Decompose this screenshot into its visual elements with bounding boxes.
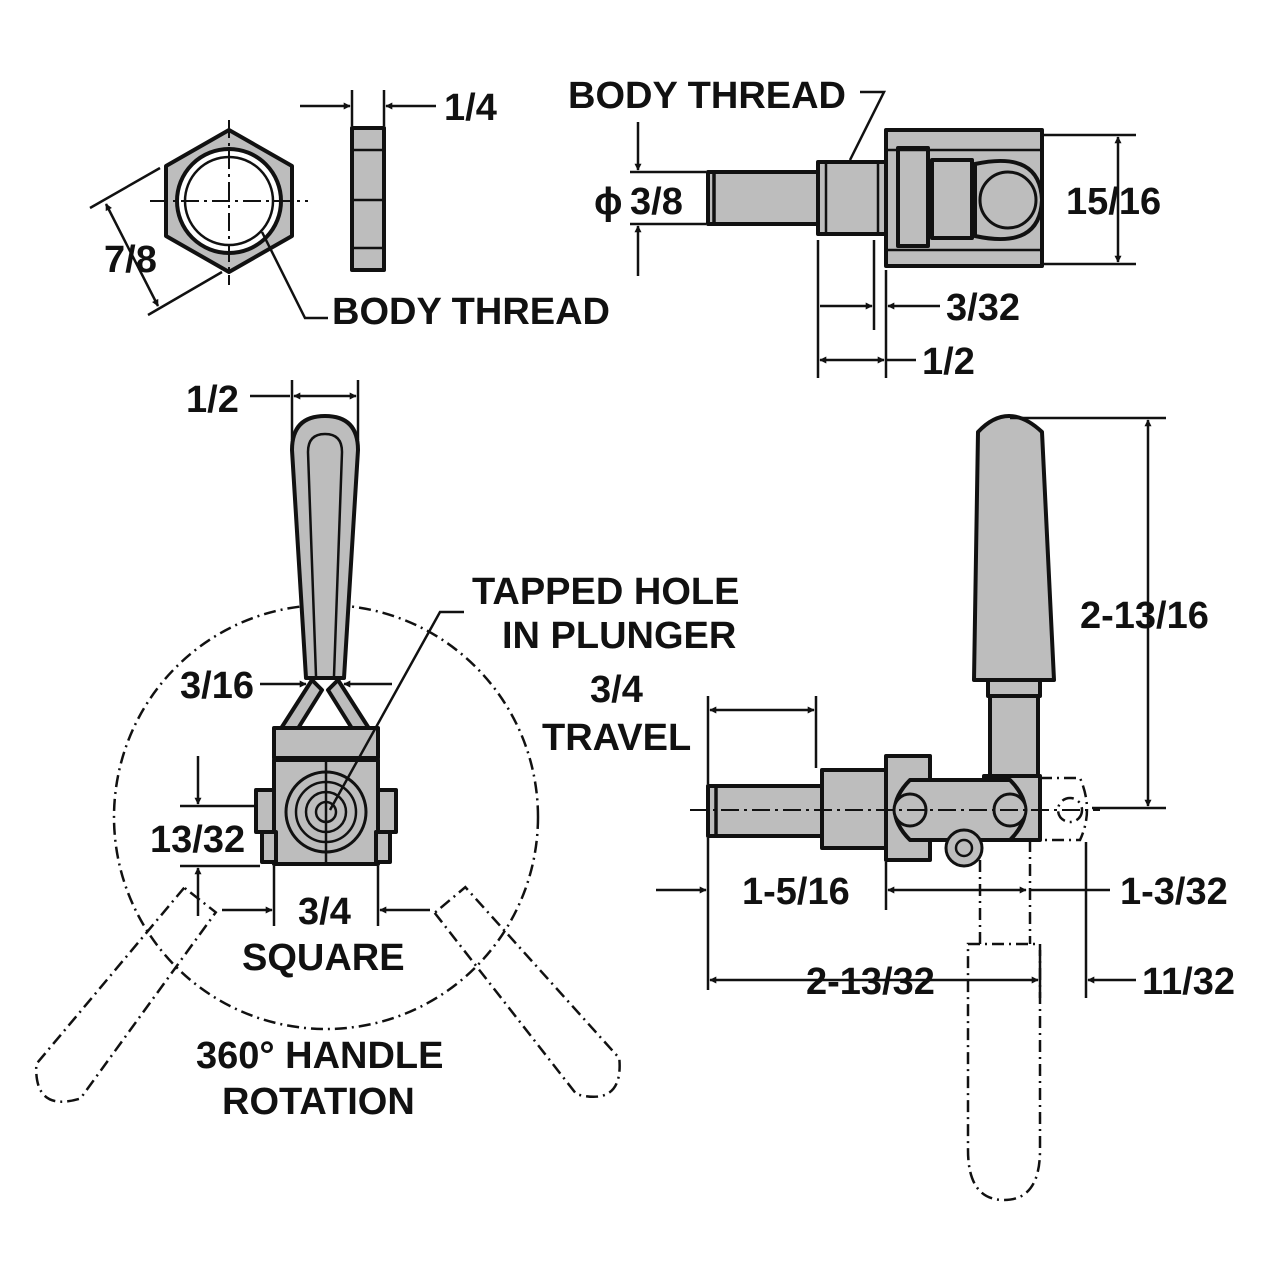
clamp-front-view <box>35 380 621 1103</box>
dim-1-3-32-label: 1-3/32 <box>1120 871 1228 913</box>
clamp-side-view <box>656 414 1166 1202</box>
travel-word-label: TRAVEL <box>542 717 691 759</box>
rotation-line1: 360° HANDLE <box>196 1035 443 1077</box>
hex-across-flats-label: 7/8 <box>104 239 157 281</box>
dim-11-32-label: 11/32 <box>1142 961 1235 1003</box>
handle-width-label: 1/2 <box>186 379 239 421</box>
plunger-top-side-view <box>630 90 1136 378</box>
dim-3-32-label: 3/32 <box>946 287 1020 329</box>
hex-body-thread-label: BODY THREAD <box>332 291 610 333</box>
hex-nut-front-view <box>89 120 328 320</box>
rotation-line2: ROTATION <box>222 1081 415 1123</box>
tapped-hole-line1: TAPPED HOLE <box>472 571 739 613</box>
diameter-symbol: ϕ <box>594 181 622 223</box>
top-body-thread-label: BODY THREAD <box>568 75 846 117</box>
dim-2-13-32-label: 2-13/32 <box>806 961 935 1003</box>
hex-thickness-label: 1/4 <box>444 87 497 129</box>
tapped-hole-line2: IN PLUNGER <box>502 615 736 657</box>
square-value-label: 3/4 <box>298 891 351 933</box>
travel-value-label: 3/4 <box>590 669 643 711</box>
hex-nut-side-view <box>300 90 436 272</box>
dim-1-5-16-label: 1-5/16 <box>742 871 850 913</box>
dim-2-13-16-label: 2-13/16 <box>1080 595 1209 637</box>
plunger-diameter-label: 3/8 <box>630 181 683 223</box>
height-15-16-label: 15/16 <box>1066 181 1161 223</box>
dim-3-16-label: 3/16 <box>180 665 254 707</box>
dim-13-32-label: 13/32 <box>150 819 245 861</box>
dim-1-2-top-label: 1/2 <box>922 341 975 383</box>
square-word-label: SQUARE <box>242 937 405 979</box>
